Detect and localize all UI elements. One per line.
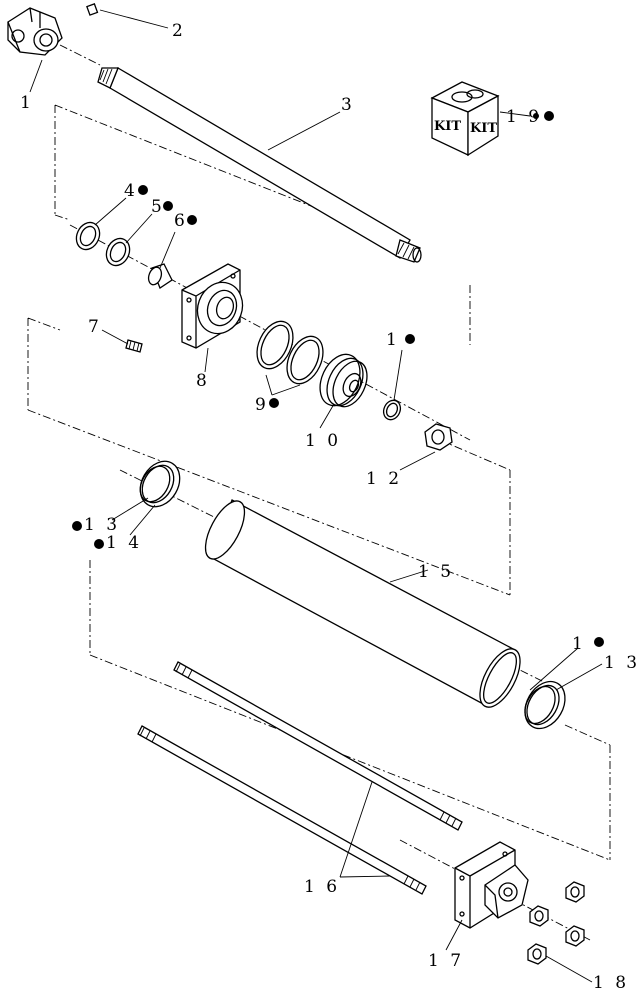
callout-8: 8 — [196, 371, 210, 391]
guide-box-piston-group — [54, 104, 471, 345]
rod-seal-part — [105, 237, 131, 267]
callout-13-kit-marker — [72, 521, 82, 531]
seal-kit-box-part: KIT KIT — [430, 81, 500, 157]
wiper-seal-part — [75, 221, 101, 251]
callout-14: 1 4 — [106, 533, 142, 553]
tie-rod-nut-part-b — [529, 905, 549, 927]
tie-rod-lower-part — [137, 725, 427, 895]
guide-box-rod-group — [89, 560, 611, 861]
barrel-seal-left-part — [139, 460, 181, 508]
rod-clevis-part — [7, 7, 63, 56]
callout-1-piston-seal-kit-marker — [405, 334, 415, 344]
base-end-cap-part — [454, 841, 529, 929]
callout-14-kit-marker — [94, 539, 104, 549]
callout-labels: 1 2 3 4 5 6 7 8 9 1 0 1 1 2 1 3 1 4 1 5 … — [20, 21, 640, 993]
callout-19: 1 9 — [506, 107, 542, 127]
callout-15: 1 5 — [418, 562, 454, 582]
callout-16: 1 6 — [304, 877, 340, 897]
o-ring-pair-part — [256, 320, 324, 385]
piston-o-ring-part — [382, 399, 402, 421]
callout-5-kit-marker — [163, 201, 173, 211]
set-screw-part — [125, 339, 143, 353]
bushing-part — [147, 263, 173, 289]
callout-13-right: 1 3 — [604, 653, 640, 673]
rod-gland-part — [181, 263, 244, 349]
callout-19-small-marker — [533, 113, 539, 119]
piston-part — [319, 353, 368, 408]
callout-9-kit-marker — [269, 398, 279, 408]
callout-4: 4 — [124, 181, 138, 201]
piston-rod-part — [97, 67, 422, 263]
tie-rod-nut-part-a — [565, 881, 585, 903]
callout-1-clevis: 1 — [20, 93, 34, 113]
grease-fitting-part — [86, 3, 99, 16]
guide-box-barrel-group — [27, 317, 511, 596]
callout-9: 9 — [255, 395, 269, 415]
tie-rod-upper-part — [173, 661, 463, 831]
cylinder-barrel-part — [204, 499, 521, 708]
callout-2: 2 — [172, 21, 186, 41]
callout-1-piston-seal: 1 — [386, 330, 400, 350]
callout-18: 1 8 — [593, 973, 629, 993]
axis-line-rod — [59, 44, 101, 66]
kit-label-left: KIT — [434, 119, 461, 134]
callout-6: 6 — [174, 211, 188, 231]
callout-6-kit-marker — [187, 215, 197, 225]
barrel-seal-right-part — [524, 680, 566, 730]
callout-17: 1 7 — [428, 951, 464, 971]
callout-1-barrel-seal: 1 — [572, 634, 586, 654]
callout-13: 1 3 — [84, 515, 120, 535]
piston-nut-part — [424, 423, 453, 451]
callout-5: 5 — [151, 197, 165, 217]
callout-19-kit-marker — [544, 111, 554, 121]
kit-label-right: KIT — [470, 121, 497, 136]
leader-lines — [29, 9, 603, 983]
callout-12: 1 2 — [366, 469, 402, 489]
callout-1-barrel-seal-kit-marker — [594, 637, 604, 647]
callout-10: 1 0 — [305, 431, 341, 451]
tie-rod-nut-part-d — [527, 943, 547, 965]
tie-rod-nut-part-c — [565, 925, 585, 947]
callout-7: 7 — [88, 317, 102, 337]
callout-4-kit-marker — [138, 185, 148, 195]
callout-3: 3 — [341, 95, 355, 115]
